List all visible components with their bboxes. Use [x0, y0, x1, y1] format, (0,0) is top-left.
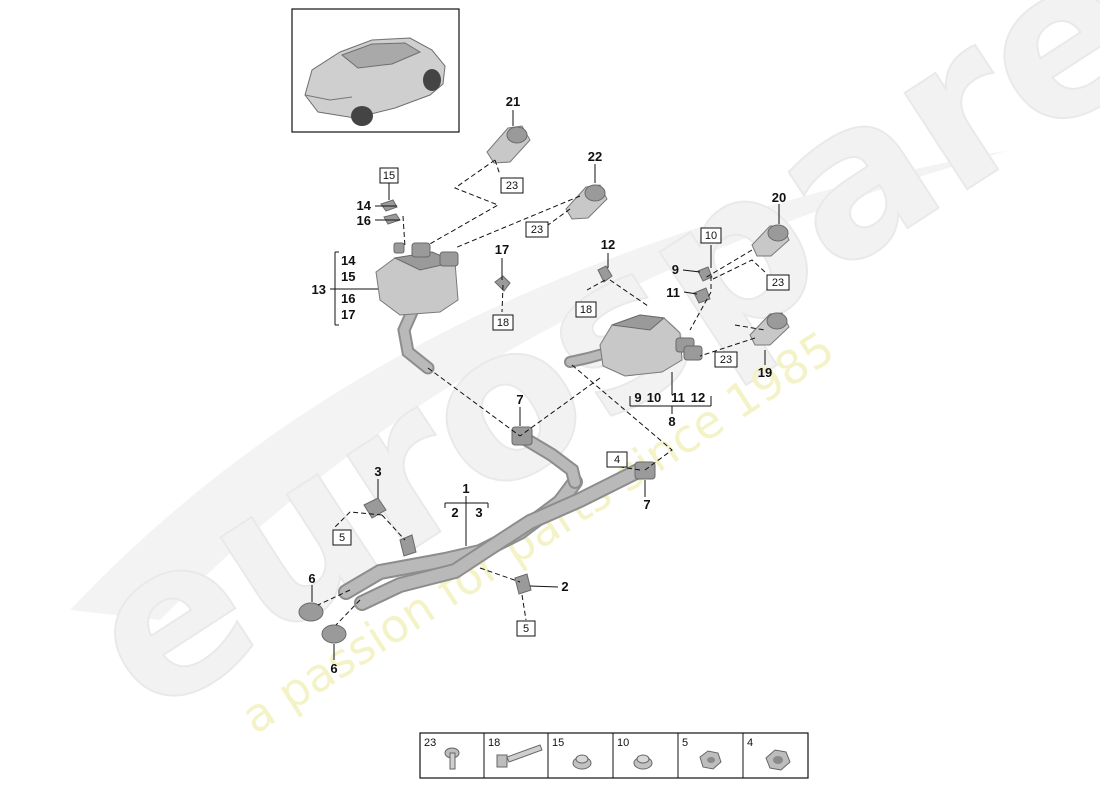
bolt-short-icon [444, 747, 460, 770]
watermark: eurospares a passion for parts since 198… [43, 0, 1100, 763]
callout-11: 11 [666, 285, 680, 300]
legend-item-4: 4 [747, 737, 791, 771]
legend-item-23: 23 [424, 737, 460, 770]
brackets [363, 199, 713, 595]
box-ref-4: 4 [614, 454, 620, 466]
legend-item-5: 5 [682, 737, 722, 770]
box-ref-5-b: 5 [523, 623, 529, 635]
legend-number: 23 [424, 737, 436, 749]
box-ref-5-a: 5 [339, 532, 345, 544]
watermark-swoosh [70, 150, 1010, 620]
callout-19: 19 [758, 365, 772, 380]
callout-17: 17 [495, 242, 509, 257]
callout-1: 1 [462, 481, 469, 496]
legend-number: 4 [747, 737, 753, 749]
clamp-6-lower [321, 624, 347, 644]
legend-number: 10 [617, 737, 629, 749]
callout-2: 2 [561, 579, 568, 594]
nut-hex-large-icon [765, 749, 791, 771]
legend-item-15: 15 [552, 737, 592, 770]
callout-3: 3 [374, 464, 381, 479]
box-ref-23-d: 23 [720, 354, 732, 366]
callout-9: 9 [672, 262, 679, 277]
box-ref-10: 10 [705, 230, 717, 242]
callout-6-upper: 6 [308, 571, 315, 586]
callout-20: 20 [772, 190, 786, 205]
callout-13: 13 [312, 282, 326, 297]
watermark-brand: eurospares [44, 0, 1100, 762]
boxed-references: 15 23 23 18 18 10 23 23 4 5 5 [332, 167, 790, 637]
box-ref-18-a: 18 [497, 317, 509, 329]
callout-7-lower: 7 [643, 497, 650, 512]
clamp-7-upper [511, 426, 533, 446]
legend-number: 5 [682, 737, 688, 749]
callout-21: 21 [506, 94, 520, 109]
callout-8-sub-11: 11 [671, 390, 685, 405]
leader-lines [311, 110, 780, 660]
nut-flanged-icon [633, 754, 653, 770]
callout-6-lower: 6 [330, 661, 337, 676]
pipe-assembly [338, 305, 648, 611]
box-ref-23-a: 23 [506, 180, 518, 192]
nut-flanged-icon [572, 754, 592, 770]
fastener-legend: 23 18 15 10 [419, 732, 809, 779]
box-ref-23-c: 23 [772, 277, 784, 289]
box-ref-15: 15 [383, 170, 395, 182]
callout-16: 16 [357, 213, 371, 228]
callout-13-sub-17: 17 [341, 307, 355, 322]
callout-8-sub-9: 9 [634, 390, 641, 405]
nut-hex-icon [699, 750, 722, 770]
callout-1-sub-2: 2 [451, 505, 458, 520]
box-ref-23-b: 23 [531, 224, 543, 236]
callout-13-sub-16: 16 [341, 291, 355, 306]
callout-labels: 21 22 20 19 14 16 17 12 9 11 13 14 15 16… [308, 94, 786, 676]
clamps [298, 426, 656, 644]
clamp-6-upper [298, 602, 324, 622]
bolt-long-icon [496, 744, 543, 768]
callout-14: 14 [357, 198, 372, 213]
callout-1-sub-3: 3 [475, 505, 482, 520]
callout-8-sub-10: 10 [647, 390, 661, 405]
callout-7-upper: 7 [516, 392, 523, 407]
legend-item-10: 10 [617, 737, 653, 770]
legend-number: 15 [552, 737, 564, 749]
callout-8-sub-12: 12 [691, 390, 705, 405]
tailpipe-tips [486, 125, 790, 346]
silencer-left [375, 242, 459, 316]
reference-lines [317, 159, 766, 626]
box-ref-18-b: 18 [580, 304, 592, 316]
car-wheel-icon [423, 69, 441, 91]
silencer-right [599, 314, 703, 377]
vehicle-thumbnail [291, 8, 460, 133]
car-wheel-icon [351, 106, 373, 126]
callout-8: 8 [668, 414, 675, 429]
callout-13-sub-14: 14 [341, 253, 356, 268]
callout-12: 12 [601, 237, 615, 252]
legend-item-18: 18 [488, 737, 543, 768]
clamp-7-right [634, 461, 656, 480]
legend-number: 18 [488, 737, 500, 749]
callout-13-sub-15: 15 [341, 269, 355, 284]
callout-22: 22 [588, 149, 602, 164]
